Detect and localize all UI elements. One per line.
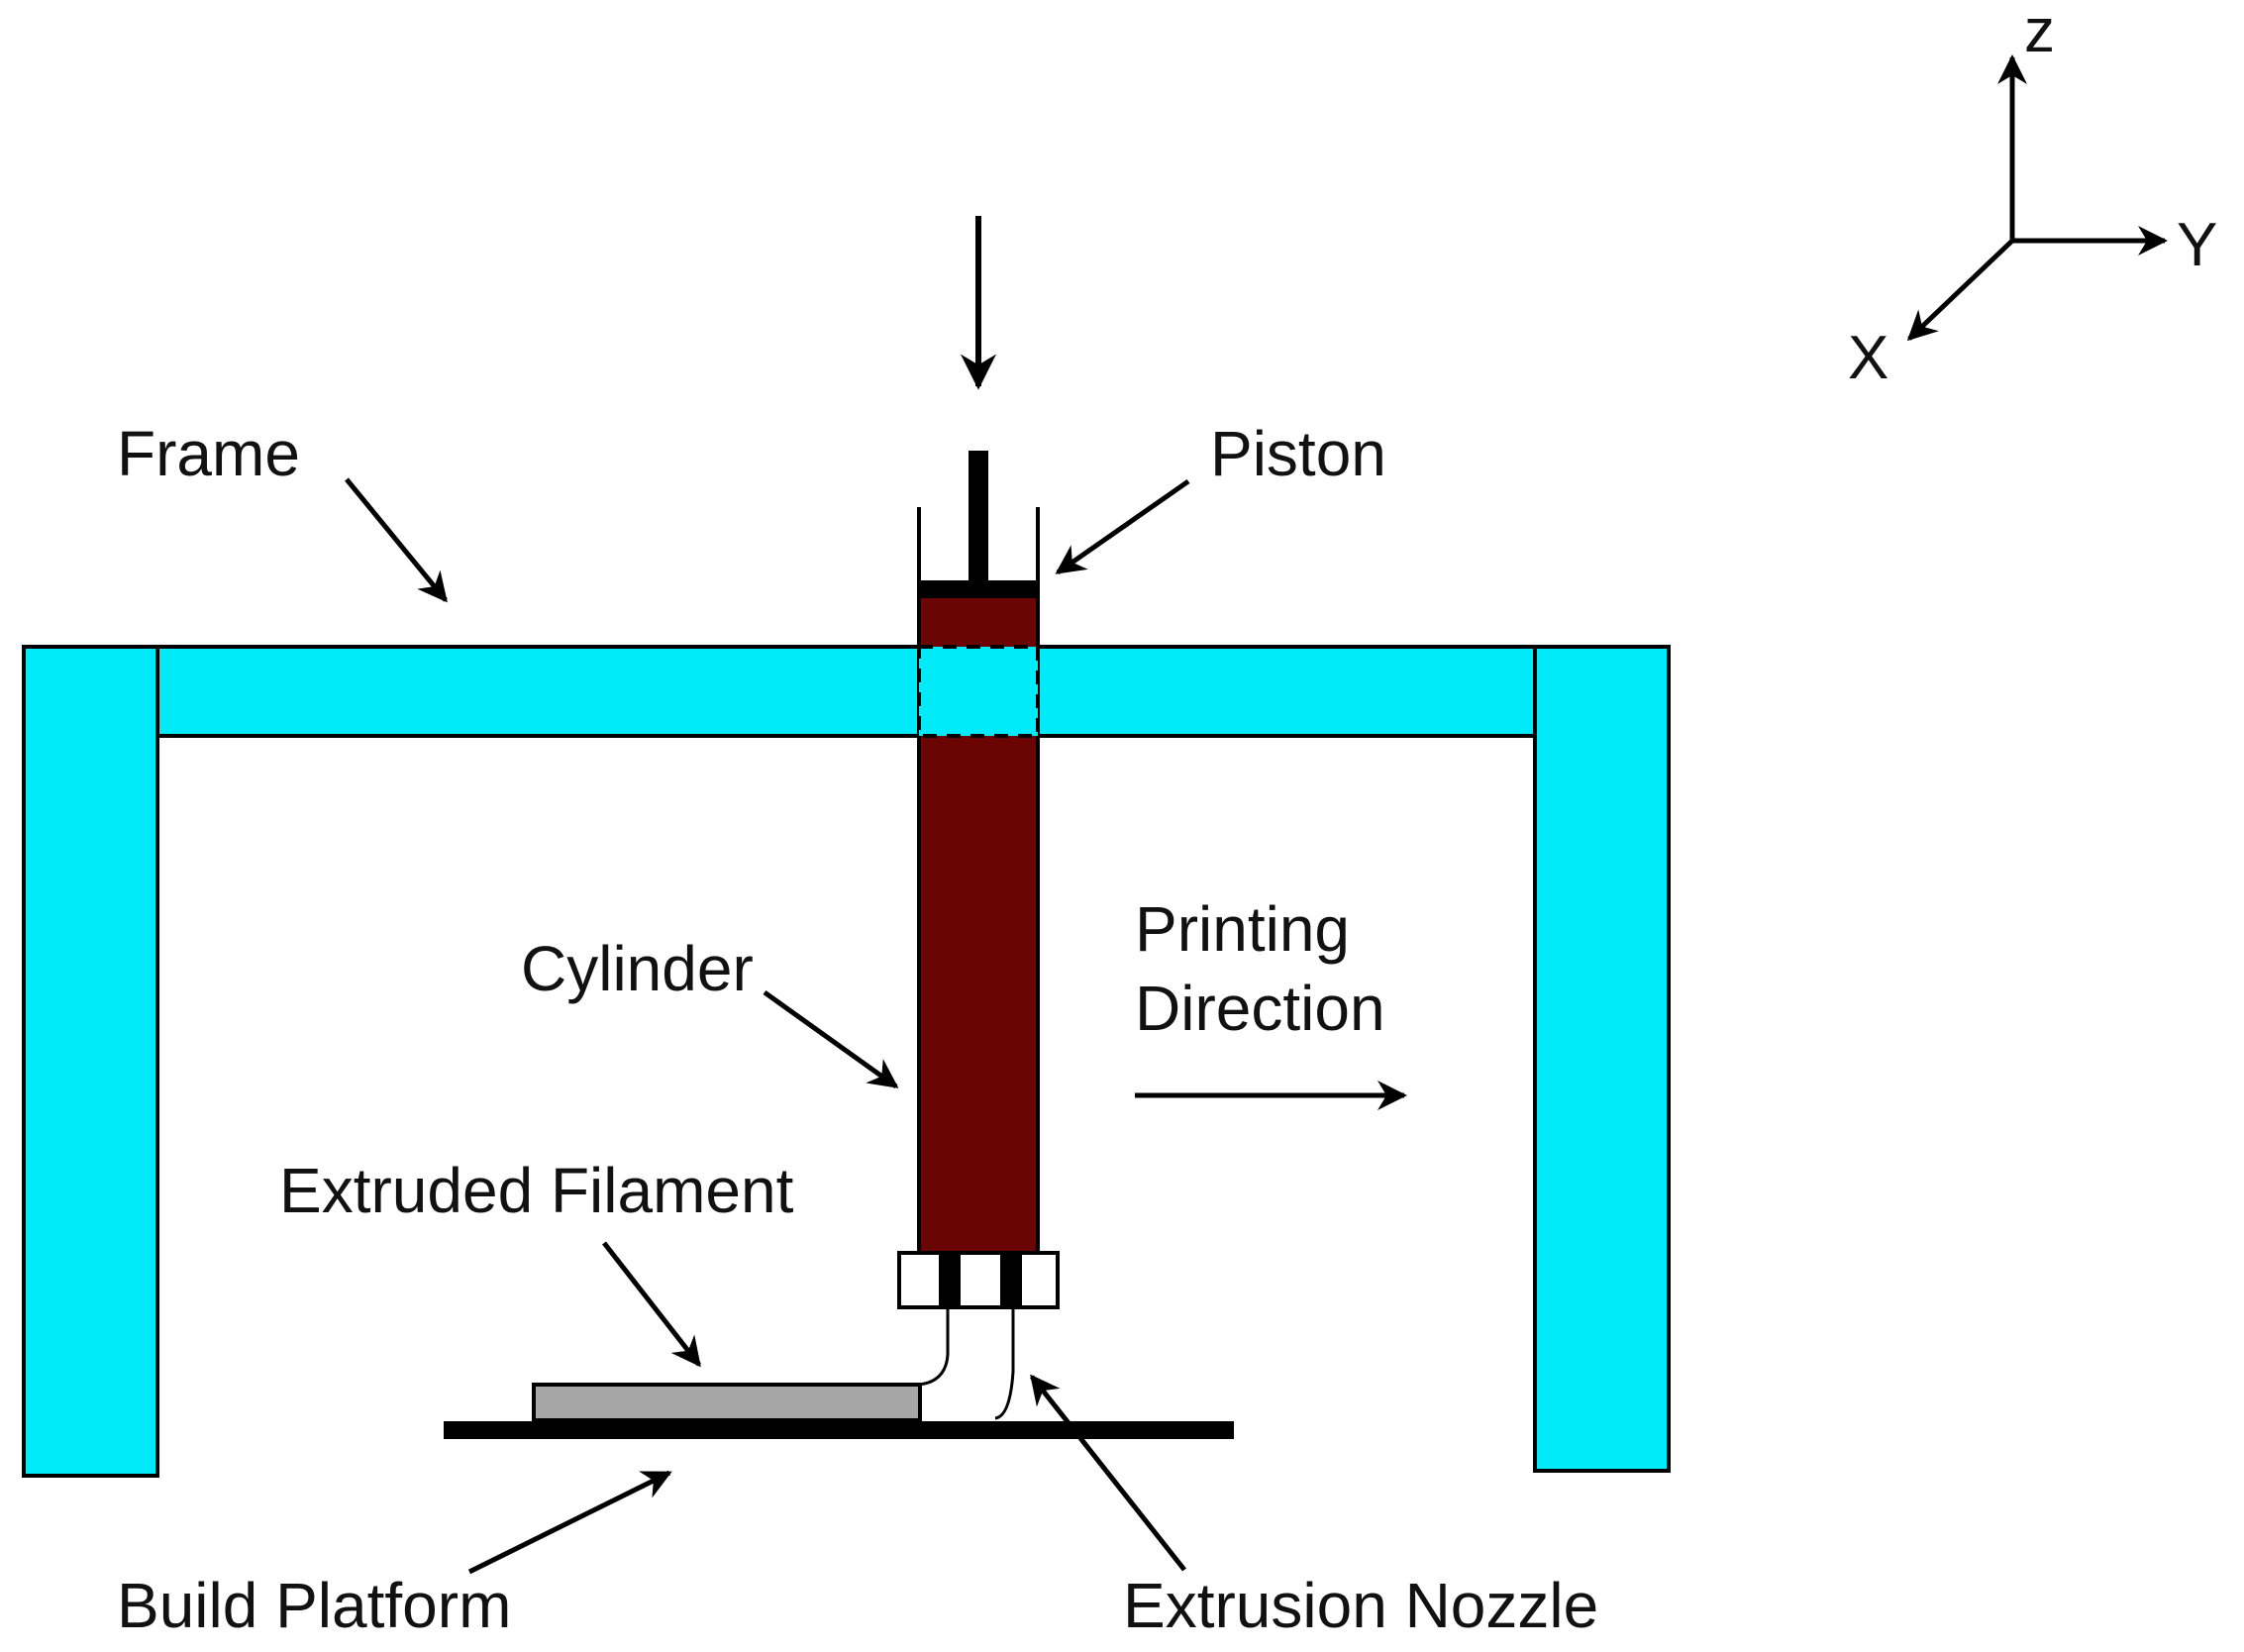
cylinder-frame-overlap: [917, 645, 1040, 738]
build-platform-arrow: [467, 1470, 672, 1575]
cylinder-label: Cylinder: [521, 933, 754, 1004]
z-axis-label: z: [2024, 0, 2055, 65]
build-platform: [444, 1421, 1234, 1439]
piston: [917, 451, 1040, 598]
printing-direction-label-line1: Printing: [1135, 893, 1350, 965]
extruded-filament: [532, 1383, 922, 1422]
extrusion-nozzle-arrow: [1030, 1374, 1186, 1572]
piston-rod: [969, 451, 988, 582]
piston-label: Piston: [1210, 418, 1386, 489]
x-axis-label: X: [1848, 324, 1888, 392]
frame-crossbar: [155, 645, 1537, 738]
piston-plate: [919, 580, 1038, 598]
frame-label: Frame: [117, 418, 300, 489]
frame: [22, 645, 1671, 1478]
frame-right-leg: [1533, 645, 1671, 1473]
build-platform-label: Build Platform: [117, 1570, 511, 1641]
nozzle-block: [897, 1251, 1060, 1309]
extrusion-nozzle-label: Extrusion Nozzle: [1123, 1570, 1598, 1641]
cylinder-arrow: [763, 989, 899, 1089]
extrusion-nozzle: [918, 1307, 1015, 1420]
frame-arrow: [345, 477, 448, 603]
extruded-filament-label: Extruded Filament: [279, 1155, 794, 1226]
frame-left-leg: [22, 645, 159, 1478]
printing-direction-label-line2: Direction: [1135, 973, 1385, 1044]
piston-arrow: [1055, 478, 1190, 575]
x-axis-arrow: [1906, 239, 2014, 342]
extruded-filament-arrow: [602, 1241, 701, 1368]
y-axis-label: Y: [2177, 211, 2217, 279]
coordinate-axes: z Y X: [1848, 0, 2217, 392]
